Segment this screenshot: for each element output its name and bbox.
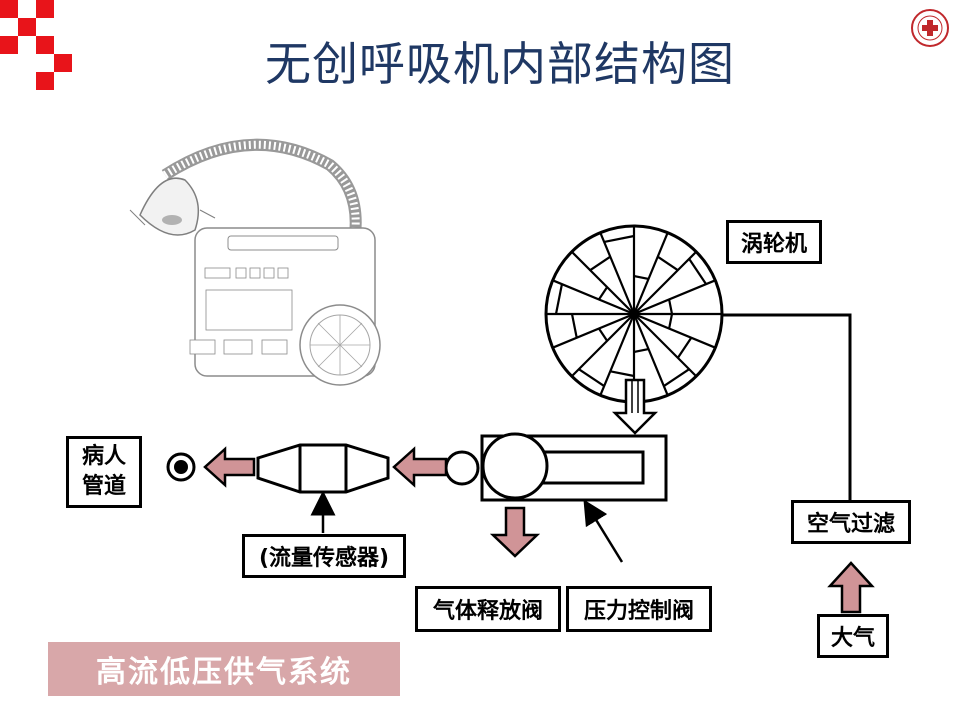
patient-label-line1: 病人 bbox=[81, 444, 126, 469]
release-valve-label-text: 气体释放阀 bbox=[432, 599, 543, 624]
flow-arrow-to-sensor bbox=[392, 446, 448, 488]
patient-label-line2: 管道 bbox=[81, 474, 126, 499]
blower-rotor bbox=[481, 432, 549, 500]
turbine-down-arrow bbox=[611, 378, 659, 435]
patient-tube-label: 病人 管道 bbox=[66, 436, 142, 508]
flow-sensor-label: (流量传感器) bbox=[242, 534, 406, 578]
deco-square-7 bbox=[36, 72, 54, 90]
flow-sensor-label-text: (流量传感器) bbox=[258, 546, 390, 571]
system-banner: 高流低压供气系统 bbox=[48, 642, 400, 696]
reference-sketch bbox=[129, 138, 381, 386]
atmosphere-label-text: 大气 bbox=[830, 626, 875, 651]
pressure-valve-pointer bbox=[583, 499, 624, 563]
deco-square-2 bbox=[18, 18, 36, 36]
release-valve-label: 气体释放阀 bbox=[415, 586, 561, 632]
turbine-label: 涡轮机 bbox=[726, 220, 822, 264]
deco-square-1 bbox=[0, 0, 18, 18]
deco-square-4 bbox=[0, 36, 18, 54]
flow-sensor-body bbox=[256, 443, 390, 494]
turbine-label-text: 涡轮机 bbox=[740, 232, 807, 257]
atmosphere-arrow bbox=[827, 561, 875, 614]
logo-seal-icon bbox=[911, 9, 949, 47]
air-supply-line bbox=[722, 313, 852, 500]
air-filter-label-text: 空气过滤 bbox=[806, 512, 895, 537]
page-title: 无创呼吸机内部结构图 bbox=[265, 37, 735, 91]
outlet-port bbox=[444, 450, 480, 486]
pressure-valve-label: 压力控制阀 bbox=[566, 586, 712, 632]
air-filter-label: 空气过滤 bbox=[791, 500, 911, 544]
atmosphere-label: 大气 bbox=[817, 614, 889, 658]
flow-arrow-to-patient bbox=[203, 446, 256, 488]
release-arrow bbox=[489, 506, 541, 558]
deco-square-6 bbox=[54, 54, 72, 72]
deco-square-3 bbox=[36, 0, 54, 18]
pressure-valve-label-text: 压力控制阀 bbox=[583, 599, 694, 624]
turbine-wheel bbox=[544, 224, 724, 404]
deco-square-5 bbox=[36, 36, 54, 54]
